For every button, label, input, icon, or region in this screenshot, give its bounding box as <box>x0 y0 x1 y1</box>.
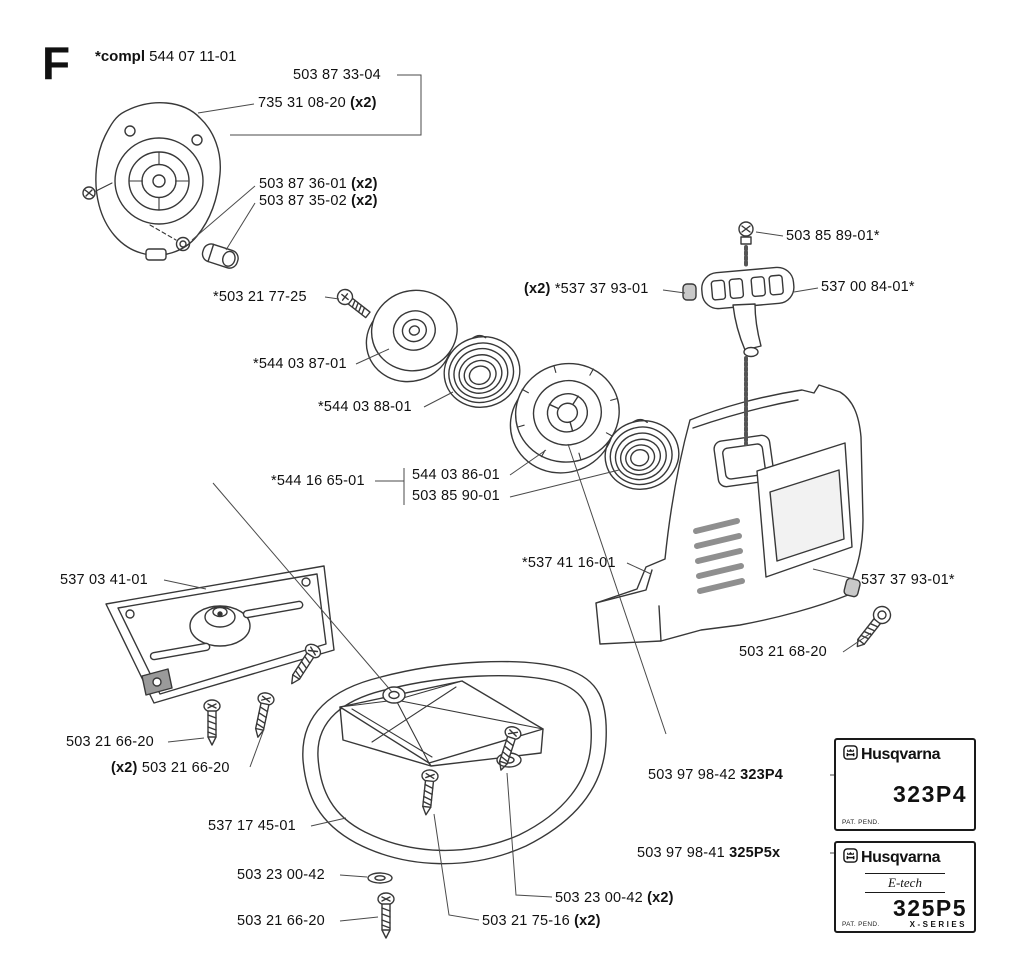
patent-text: PAT. PEND. <box>842 819 880 826</box>
model-number: 325P5 <box>892 895 967 921</box>
part-callout: (x2) 503 21 66-20 <box>111 760 230 776</box>
part-callout: 544 03 86-01 <box>412 467 500 483</box>
starter-screw-drawing <box>336 288 371 319</box>
engine-cover-drawing <box>595 384 864 645</box>
part-callout: *503 21 77-25 <box>213 289 307 305</box>
part-callout: (x2) *537 37 93-01 <box>524 281 649 297</box>
brand-name: Husqvarna <box>861 746 941 763</box>
section-letter: F <box>42 37 72 89</box>
part-callout: 537 17 45-01 <box>208 818 296 834</box>
return-spring-drawing <box>604 418 680 490</box>
part-callout: 503 21 68-20 <box>739 644 827 660</box>
part-callout: 503 21 66-20 <box>237 913 325 929</box>
leader-lines <box>163 74 872 922</box>
husqvarna-crown-icon <box>843 745 858 765</box>
husqvarna-crown-icon <box>843 848 858 868</box>
part-callout: 537 00 84-01* <box>821 279 915 295</box>
part-callout: 503 21 75-16 (x2) <box>482 913 601 929</box>
assembly-title: *compl 544 07 11-01 <box>95 48 237 65</box>
product-plate-325p5: Husqvarna E-tech 325P5 X-SERIES PAT. PEN… <box>834 841 976 933</box>
series-label: X-SERIES <box>909 920 967 929</box>
starter-pulley-drawing <box>509 362 620 474</box>
brand-row: Husqvarna <box>843 848 967 868</box>
part-callout: 503 87 33-04 <box>293 67 381 83</box>
part-callout: 735 31 08-20 (x2) <box>258 95 377 111</box>
part-callout: *537 41 16-01 <box>522 555 616 571</box>
guard-drawing <box>302 660 607 865</box>
part-callout: 503 85 89-01* <box>786 228 880 244</box>
part-callout: 503 85 90-01 <box>412 488 500 504</box>
pulley-disc-drawing <box>365 289 458 383</box>
mounting-plate-drawing <box>105 565 335 704</box>
recoil-spring-drawing <box>443 334 521 408</box>
patent-text: PAT. PEND. <box>842 921 880 928</box>
etech-badge: E-tech <box>865 873 945 893</box>
part-callout: 503 23 00-42 (x2) <box>555 890 674 906</box>
product-plate-323p4: Husqvarna 323P4 PAT. PEND. <box>834 738 976 831</box>
part-callout: 503 87 36-01 (x2) <box>259 176 378 192</box>
part-callout: *544 16 65-01 <box>271 473 365 489</box>
part-callout: 537 37 93-01* <box>861 572 955 588</box>
part-callout: *544 03 87-01 <box>253 356 347 372</box>
part-callout: 503 21 66-20 <box>66 734 154 750</box>
part-callout: 503 97 98-42 323P4 <box>648 767 784 783</box>
starter-housing-drawing <box>82 102 239 269</box>
brand-name: Husqvarna <box>861 849 941 866</box>
part-callout: *544 03 88-01 <box>318 399 412 415</box>
model-number: 323P4 <box>892 781 967 807</box>
part-callout: 503 23 00-42 <box>237 867 325 883</box>
part-callout: 537 03 41-01 <box>60 572 148 588</box>
part-callout: 503 87 35-02 (x2) <box>259 193 378 209</box>
part-callout: 503 97 98-41 325P5x <box>637 845 781 861</box>
brand-row: Husqvarna <box>843 745 967 765</box>
starter-handle-drawing <box>701 221 795 446</box>
